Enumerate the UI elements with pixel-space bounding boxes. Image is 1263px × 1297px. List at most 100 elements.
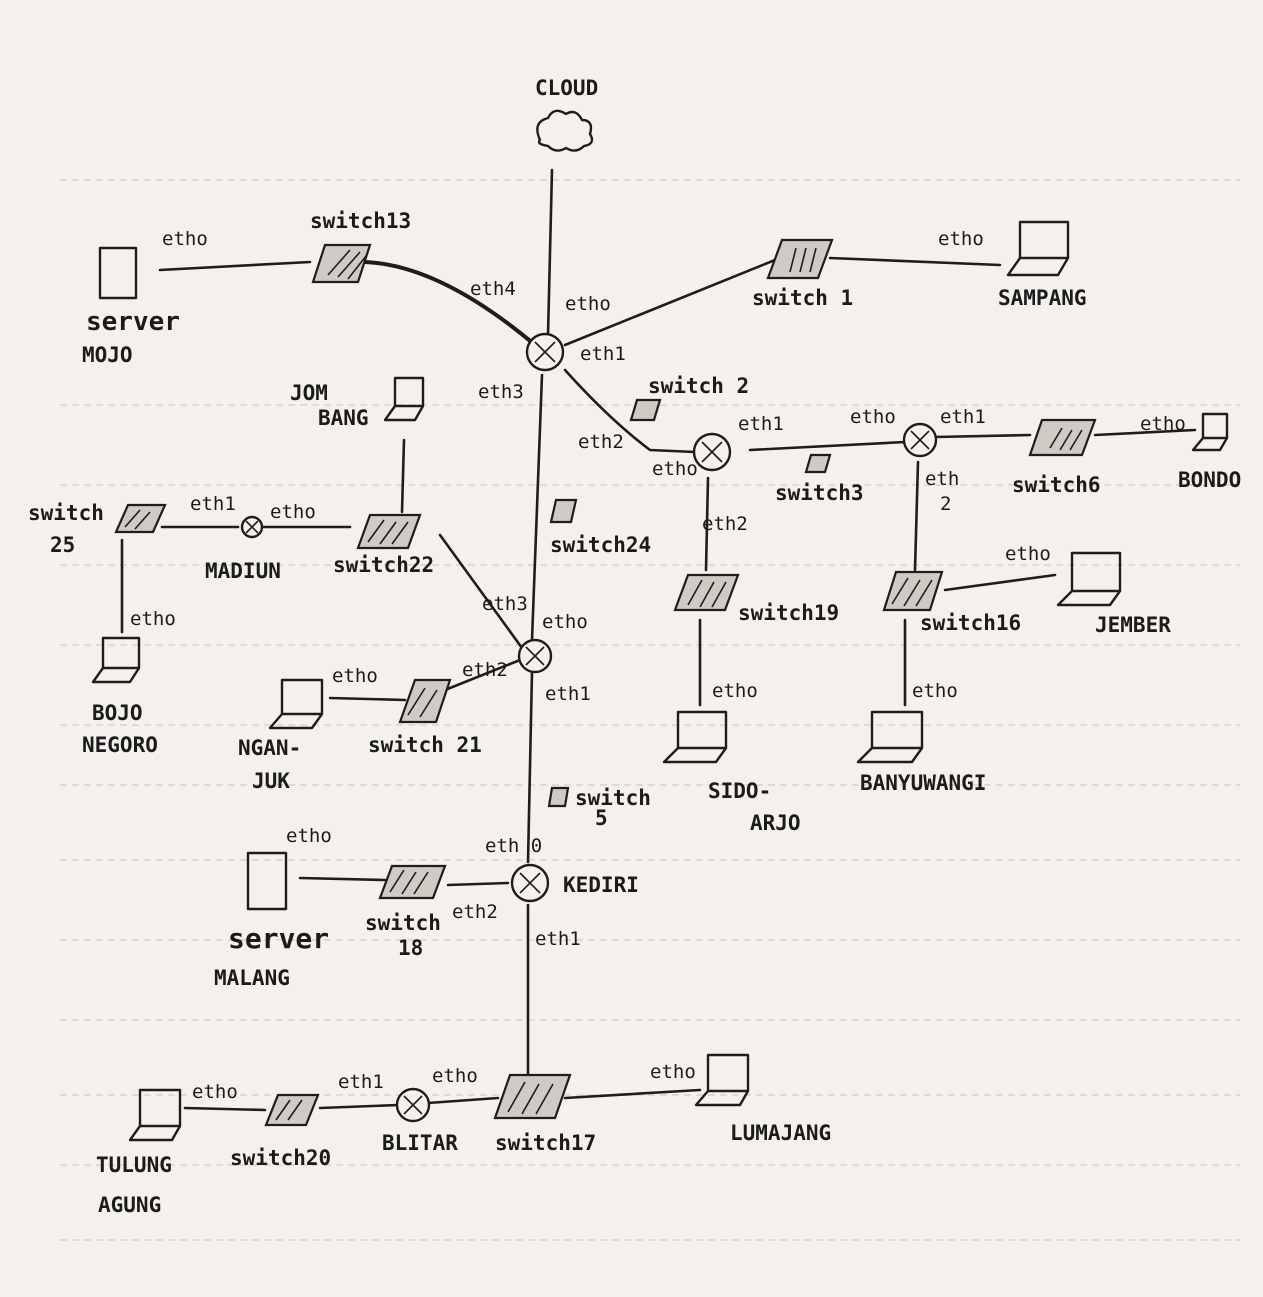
- port-sw22-eth3: eth3: [482, 593, 528, 615]
- port-r-eth2: eth2: [578, 431, 624, 453]
- switch24-icon: [549, 498, 578, 524]
- label-nganjuk-2: JUK: [252, 769, 290, 793]
- server-malang-icon: [246, 851, 288, 911]
- port-r-sw1: eth1: [580, 343, 626, 365]
- port-nganjuk-sw21: etho: [332, 665, 378, 687]
- label-nganjuk-1: NGAN-: [238, 736, 301, 760]
- port-sw6-bondo: etho: [1140, 413, 1186, 435]
- link-router-routermid: [563, 368, 697, 454]
- port-right-eth1: eth1: [940, 406, 986, 428]
- label-switch1: switch 1: [752, 286, 853, 310]
- node-labels: CLOUD server MOJO switch13 switch 1 SAMP…: [28, 76, 1241, 1217]
- label-switch19: switch19: [738, 601, 839, 625]
- label-switch20: switch20: [230, 1146, 331, 1170]
- label-cloud: CLOUD: [535, 76, 598, 100]
- label-madiun: MADIUN: [205, 559, 281, 583]
- label-switch6: switch6: [1012, 473, 1101, 497]
- port-sw19-sido: etho: [712, 680, 758, 702]
- label-banyuwangi: BANYUWANGI: [860, 771, 986, 795]
- label-switch22: switch22: [333, 553, 434, 577]
- port-mid-eth2: eth2: [702, 513, 748, 535]
- label-blitar: BLITAR: [382, 1131, 458, 1155]
- port-sw1-sampang: etho: [938, 228, 984, 250]
- port-kediri-eth0: eth 0: [485, 835, 542, 857]
- port-r-eth3: eth3: [478, 381, 524, 403]
- label-kediri: KEDIRI: [563, 873, 639, 897]
- label-switch3: switch3: [775, 481, 864, 505]
- banyuwangi-laptop-icon: [856, 710, 924, 764]
- link-center-switch21: [443, 658, 522, 692]
- switch17-icon: [493, 1073, 572, 1120]
- label-bondo: BONDO: [1178, 468, 1241, 492]
- link-mid-right: [748, 440, 907, 452]
- port-kediri-eth1: eth1: [535, 928, 581, 950]
- router-blitar-icon: [395, 1087, 431, 1123]
- link-switch17-blitar: [426, 1096, 500, 1105]
- label-server-malang-2: MALANG: [214, 966, 290, 990]
- link-blitar-switch20: [318, 1103, 400, 1110]
- label-switch25-1: switch: [28, 501, 104, 525]
- port-mid-eth1: eth1: [738, 413, 784, 435]
- links: [120, 168, 1197, 1112]
- lumajang-laptop-icon: [694, 1053, 750, 1107]
- router-kediri-icon: [510, 863, 550, 903]
- jember-laptop-icon: [1056, 551, 1122, 607]
- link-center-kediri: [526, 670, 534, 864]
- label-bojonegoro-2: NEGORO: [82, 733, 158, 757]
- port-blitar-eth1: eth1: [338, 1071, 384, 1093]
- server-mojo-icon: [98, 246, 138, 300]
- switch3-icon: [804, 453, 832, 474]
- switch2-icon: [629, 398, 662, 422]
- link-mid-switch19: [704, 476, 710, 572]
- label-switch16: switch16: [920, 611, 1021, 635]
- link-kediri-switch18: [446, 881, 510, 887]
- port-sw17-lumajang: etho: [650, 1061, 696, 1083]
- link-router-switch1: [563, 258, 777, 347]
- tulungagung-laptop-icon: [128, 1088, 182, 1142]
- label-sidoarjo-1: SIDO-: [708, 779, 771, 803]
- port-labels: etho eth4 etho eth1 etho eth3 eth2 etho …: [130, 228, 1186, 1103]
- link-right-switch6: [933, 433, 1032, 439]
- port-center-eth1: eth1: [545, 683, 591, 705]
- link-mojo-switch13: [158, 260, 312, 272]
- switch22-icon: [356, 513, 422, 550]
- router-right-icon: [902, 422, 938, 458]
- link-switch22-center: [438, 533, 524, 650]
- switch6-icon: [1028, 418, 1097, 457]
- label-jombang-1: JOM: [290, 381, 328, 405]
- link-switch6-bondo: [1093, 428, 1197, 437]
- label-switch25-2: 25: [50, 533, 75, 557]
- switch5-icon: [547, 786, 570, 808]
- switch1-icon: [766, 238, 834, 280]
- router-madiun-icon: [240, 515, 264, 539]
- port-sw13-r: eth4: [470, 278, 516, 300]
- label-tulungagung-1: TULUNG: [96, 1153, 172, 1177]
- sampang-laptop-icon: [1006, 220, 1070, 277]
- port-sw16-banyu: etho: [912, 680, 958, 702]
- label-server-mojo-1: server: [86, 307, 180, 337]
- label-switch2: switch 2: [648, 374, 749, 398]
- label-server-mojo-2: MOJO: [82, 343, 133, 367]
- port-center-eth0: etho: [542, 611, 588, 633]
- label-jember: JEMBER: [1095, 613, 1171, 637]
- port-right-eth2a: eth: [925, 468, 959, 490]
- port-madiun-sw22: etho: [270, 501, 316, 523]
- nganjuk-laptop-icon: [268, 678, 324, 730]
- jombang-laptop-icon: [383, 376, 425, 422]
- port-cloud-r: etho: [565, 293, 611, 315]
- switch13-icon: [311, 243, 372, 284]
- cloud-icon: [536, 109, 594, 152]
- switch18-icon: [378, 864, 447, 900]
- label-sampang: SAMPANG: [998, 286, 1087, 310]
- port-malang-sw18: etho: [286, 825, 332, 847]
- label-server-malang-1: server: [228, 922, 329, 955]
- link-cloud-router: [546, 168, 554, 337]
- port-center-eth2: eth2: [462, 659, 508, 681]
- bojonegoro-laptop-icon: [91, 636, 141, 684]
- label-switch18-1: switch: [365, 911, 441, 935]
- label-switch17: switch17: [495, 1131, 596, 1155]
- port-right-eth2b: 2: [940, 493, 951, 515]
- port-right-eth0: etho: [850, 406, 896, 428]
